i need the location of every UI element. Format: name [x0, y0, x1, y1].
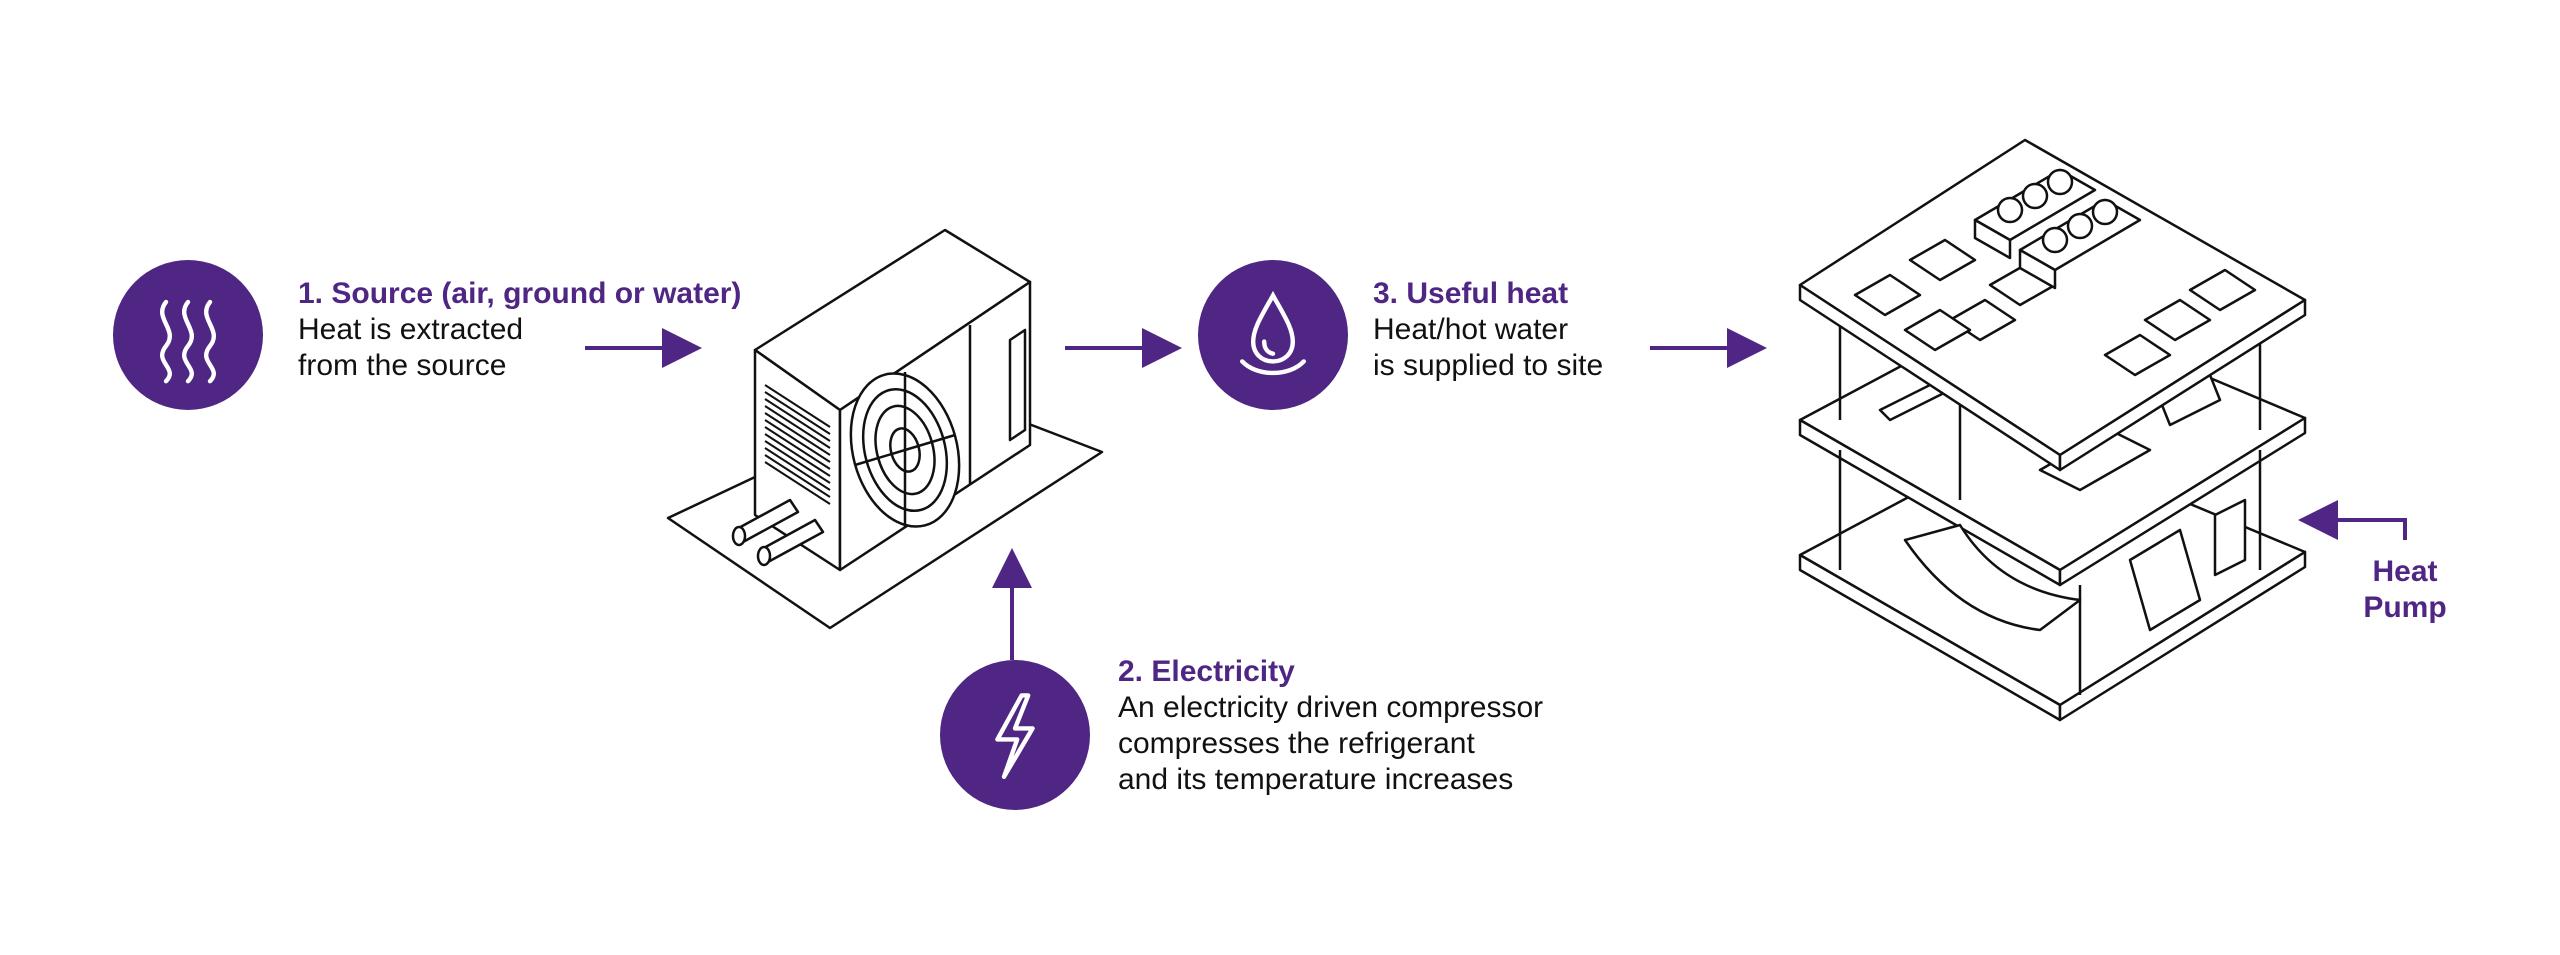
useful-heat-circle: [1198, 260, 1348, 410]
heat-waves-icon: [160, 299, 216, 384]
step-source-line: Heat is extracted: [298, 313, 524, 346]
step-electricity-title: 2. Electricity: [1118, 655, 1295, 688]
building-illustration: [1798, 138, 2307, 722]
heat-pump-label: Heat Pump: [2345, 554, 2465, 626]
electricity-circle: [940, 660, 1090, 810]
heat-pump-label-line: Pump: [2363, 591, 2447, 624]
step-useful-heat-line: Heat/hot water: [1373, 313, 1569, 346]
step-electricity-text: 2. Electricity An electricity driven com…: [1118, 654, 1543, 798]
step-electricity-line: An electricity driven compressor: [1118, 691, 1544, 724]
water-drop-icon: [1240, 290, 1306, 376]
step-source-title: 1. Source (air, ground or water): [298, 277, 742, 310]
heat-pump-label-line: Heat: [2372, 555, 2438, 588]
arrow-heat-pump-label: [2298, 500, 2407, 540]
step-useful-heat-line: is supplied to site: [1373, 349, 1604, 382]
step-source-line: from the source: [298, 349, 507, 382]
step-electricity-line: compresses the refrigerant: [1118, 727, 1475, 760]
step-useful-heat-title: 3. Useful heat: [1373, 277, 1569, 310]
lightning-bolt-icon: [995, 693, 1035, 779]
source-circle: [113, 260, 263, 410]
step-electricity-line: and its temperature increases: [1118, 763, 1514, 796]
step-source-text: 1. Source (air, ground or water) Heat is…: [298, 276, 741, 384]
heat-pump-unit-illustration: [666, 228, 1104, 630]
step-useful-heat-text: 3. Useful heat Heat/hot water is supplie…: [1373, 276, 1603, 384]
